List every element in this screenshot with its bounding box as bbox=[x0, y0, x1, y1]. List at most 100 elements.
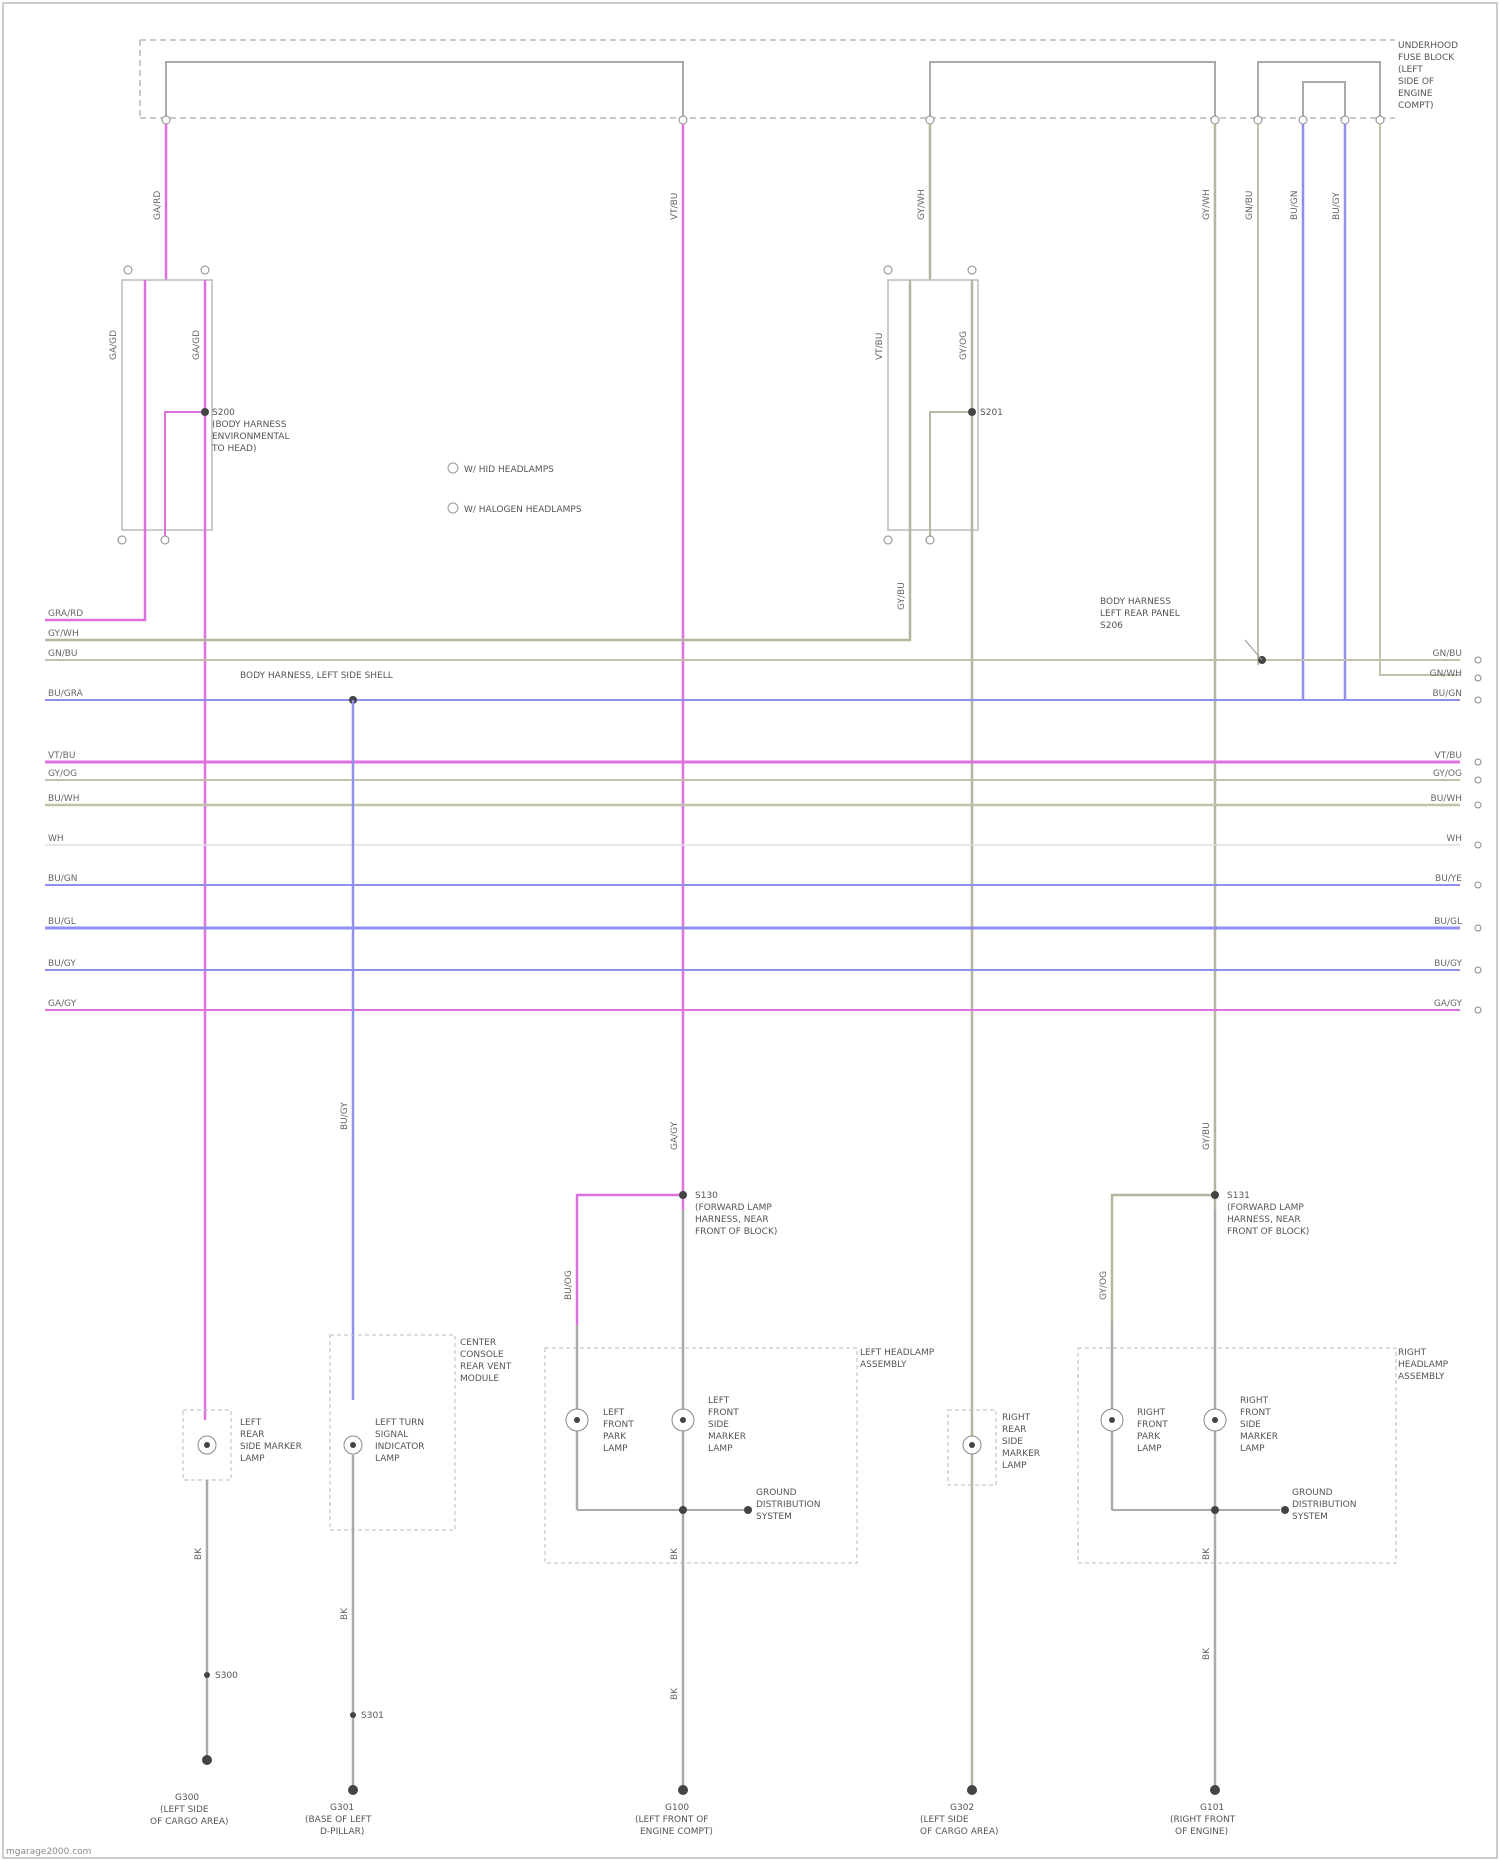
ground-g1-label-2: (LEFT SIDE bbox=[160, 1805, 209, 1815]
right-rear-marker-label-4: MARKER bbox=[1002, 1449, 1040, 1459]
right-rear-marker-label-2: REAR bbox=[1002, 1425, 1026, 1435]
bus-pins bbox=[1475, 657, 1481, 1013]
left-front-marker-label-1: LEFT bbox=[708, 1396, 730, 1406]
right-rear-section: RIGHT REAR SIDE MARKER LAMP G302 (LEFT S… bbox=[920, 1410, 1040, 1837]
right-front-park-label-3: PARK bbox=[1137, 1432, 1161, 1442]
fuse-block-label-4: SIDE OF bbox=[1398, 77, 1434, 87]
right-front-marker-label-5: LAMP bbox=[1240, 1444, 1265, 1454]
ground-dist-left-label-3: SYSTEM bbox=[756, 1512, 792, 1522]
bus-right-label-4: VT/BU bbox=[1435, 751, 1462, 761]
left-rear-marker-label-1: LEFT bbox=[240, 1418, 262, 1428]
fuse-block-label-1: UNDERHOOD bbox=[1398, 41, 1458, 51]
right-front-marker-label-1: RIGHT bbox=[1240, 1396, 1269, 1406]
splice-s200-label-1: S200 bbox=[212, 408, 235, 418]
bus-left-label-12: GA/GY bbox=[48, 999, 77, 1009]
wire-label-18: BK bbox=[194, 1547, 204, 1560]
bus-left-label-3: GN/BU bbox=[48, 649, 78, 659]
wire-label-5: GN/BU bbox=[1245, 190, 1255, 220]
splice-s200-label-2: (BODY HARNESS bbox=[212, 420, 287, 430]
left-rear-marker-label-3: SIDE MARKER bbox=[240, 1442, 302, 1452]
wire-label-9: GA/GD bbox=[192, 330, 202, 360]
wire-label-4: GY/WH bbox=[1202, 189, 1212, 220]
splice-s200-label-3: ENVIRONMENTAL bbox=[212, 432, 289, 442]
left-front-park-label-2: FRONT bbox=[603, 1420, 634, 1430]
ground-dist-right-label-3: SYSTEM bbox=[1292, 1512, 1328, 1522]
splice-body-left-label: BODY HARNESS, LEFT SIDE SHELL bbox=[240, 671, 393, 681]
wire-label-3: GY/WH bbox=[917, 189, 927, 220]
splice-s206-label-1: BODY HARNESS bbox=[1100, 597, 1171, 607]
bus-left-label-11: BU/GY bbox=[48, 959, 76, 969]
right-headlamp-assembly-label-1: RIGHT bbox=[1398, 1348, 1427, 1358]
wire-label-20: BK bbox=[670, 1547, 680, 1560]
splice-s131-label-2: (FORWARD LAMP bbox=[1227, 1203, 1304, 1213]
wire-label-15: GA/GY bbox=[670, 1121, 680, 1150]
footer-watermark: mgarage2000.com bbox=[6, 1847, 91, 1857]
wire-label-7: BU/GY bbox=[1332, 192, 1342, 220]
bus-right-label-3: BU/GN bbox=[1432, 689, 1462, 699]
wire-label-21: BK bbox=[670, 1687, 680, 1700]
wire-label-6: BU/GN bbox=[1290, 190, 1300, 220]
right-front-marker-label-3: SIDE bbox=[1240, 1420, 1261, 1430]
left-front-marker-label-4: MARKER bbox=[708, 1432, 746, 1442]
bus-splices: BODY HARNESS LEFT REAR PANEL S206 BODY H… bbox=[240, 597, 1266, 704]
left-front-park-label-1: LEFT bbox=[603, 1408, 625, 1418]
ground-dist-left-label-1: GROUND bbox=[756, 1488, 797, 1498]
bus-left-label-8: WH bbox=[48, 834, 64, 844]
bus-right-label-2: GN/WH bbox=[1430, 669, 1462, 679]
left-turn-signal-label-4: LAMP bbox=[375, 1454, 400, 1464]
vertical-wire-labels: GA/RD VT/BU GY/WH GY/WH GN/BU BU/GN BU/G… bbox=[109, 189, 1342, 1700]
ground-g3-label-2: (LEFT FRONT OF bbox=[635, 1815, 708, 1825]
splice-s300-label: S300 bbox=[215, 1671, 238, 1681]
fuse-block-label-3: (LEFT bbox=[1398, 65, 1423, 75]
wire-label-17: GY/OG bbox=[1099, 1271, 1109, 1300]
wire-label-23: BK bbox=[1202, 1647, 1212, 1660]
ground-g3-label-1: G100 bbox=[665, 1803, 689, 1813]
ground-g3-label-3: ENGINE COMPT) bbox=[640, 1827, 713, 1837]
wire-label-1: GA/RD bbox=[153, 191, 163, 220]
left-turn-signal-label-2: SIGNAL bbox=[375, 1430, 408, 1440]
ground-g4-label-1: G302 bbox=[950, 1803, 974, 1813]
right-rear-marker-label-5: LAMP bbox=[1002, 1461, 1027, 1471]
left-front-marker-label-3: SIDE bbox=[708, 1420, 729, 1430]
left-front-park-label-3: PARK bbox=[603, 1432, 627, 1442]
ground-dist-right-label-1: GROUND bbox=[1292, 1488, 1333, 1498]
bus-left-label-7: BU/WH bbox=[48, 794, 79, 804]
center-console-label-4: MODULE bbox=[460, 1374, 499, 1384]
splice-s131-label-1: S131 bbox=[1227, 1191, 1250, 1201]
center-console-label-2: CONSOLE bbox=[460, 1350, 504, 1360]
bus-right-label-9: BU/GL bbox=[1434, 917, 1462, 927]
bus-left-label-10: BU/GL bbox=[48, 917, 76, 927]
left-rear-marker-label-2: REAR bbox=[240, 1430, 264, 1440]
left-headlamp-assembly-label-1: LEFT HEADLAMP bbox=[860, 1348, 935, 1358]
fuse-block-label-2: FUSE BLOCK bbox=[1398, 53, 1455, 63]
right-headlamp-section: S131 (FORWARD LAMP HARNESS, NEAR FRONT O… bbox=[1078, 1191, 1449, 1837]
left-headlamp-section: S130 (FORWARD LAMP HARNESS, NEAR FRONT O… bbox=[545, 1191, 935, 1837]
upper-feeds bbox=[166, 124, 1460, 1210]
fuse-block-label-5: ENGINE bbox=[1398, 89, 1433, 99]
wire-label-11: GY/OG bbox=[959, 331, 969, 360]
wire-label-8: GA/GD bbox=[109, 330, 119, 360]
left-option-block: S200 (BODY HARNESS ENVIRONMENTAL TO HEAD… bbox=[45, 266, 289, 1420]
bus-left-label-5: VT/BU bbox=[48, 751, 75, 761]
ground-g2-label-3: D-PILLAR) bbox=[320, 1827, 364, 1837]
bus-right-label-11: GA/GY bbox=[1434, 999, 1463, 1009]
splice-s131-label-3: HARNESS, NEAR bbox=[1227, 1215, 1301, 1225]
ground-g1-label-1: G300 bbox=[175, 1793, 199, 1803]
bus-right-label-10: BU/GY bbox=[1434, 959, 1462, 969]
fuse-block-label-6: COMPT) bbox=[1398, 101, 1434, 111]
splice-s130-label-2: (FORWARD LAMP bbox=[695, 1203, 772, 1213]
splice-s130-label-4: FRONT OF BLOCK) bbox=[695, 1227, 777, 1237]
left-front-marker-label-5: LAMP bbox=[708, 1444, 733, 1454]
right-front-park-label-1: RIGHT bbox=[1137, 1408, 1166, 1418]
right-rear-marker-label-1: RIGHT bbox=[1002, 1413, 1031, 1423]
splice-s201-label: S201 bbox=[980, 408, 1003, 418]
left-turn-signal-label-3: INDICATOR bbox=[375, 1442, 425, 1452]
left-front-marker-label-2: FRONT bbox=[708, 1408, 739, 1418]
splice-s130-label-3: HARNESS, NEAR bbox=[695, 1215, 769, 1225]
ground-g5-label-3: OF ENGINE) bbox=[1175, 1827, 1228, 1837]
wire-label-13: GY/BU bbox=[1202, 1122, 1212, 1150]
right-front-marker-label-2: FRONT bbox=[1240, 1408, 1271, 1418]
splice-s131-label-4: FRONT OF BLOCK) bbox=[1227, 1227, 1309, 1237]
right-front-marker-label-4: MARKER bbox=[1240, 1432, 1278, 1442]
right-headlamp-assembly-label-2: HEADLAMP bbox=[1398, 1360, 1449, 1370]
